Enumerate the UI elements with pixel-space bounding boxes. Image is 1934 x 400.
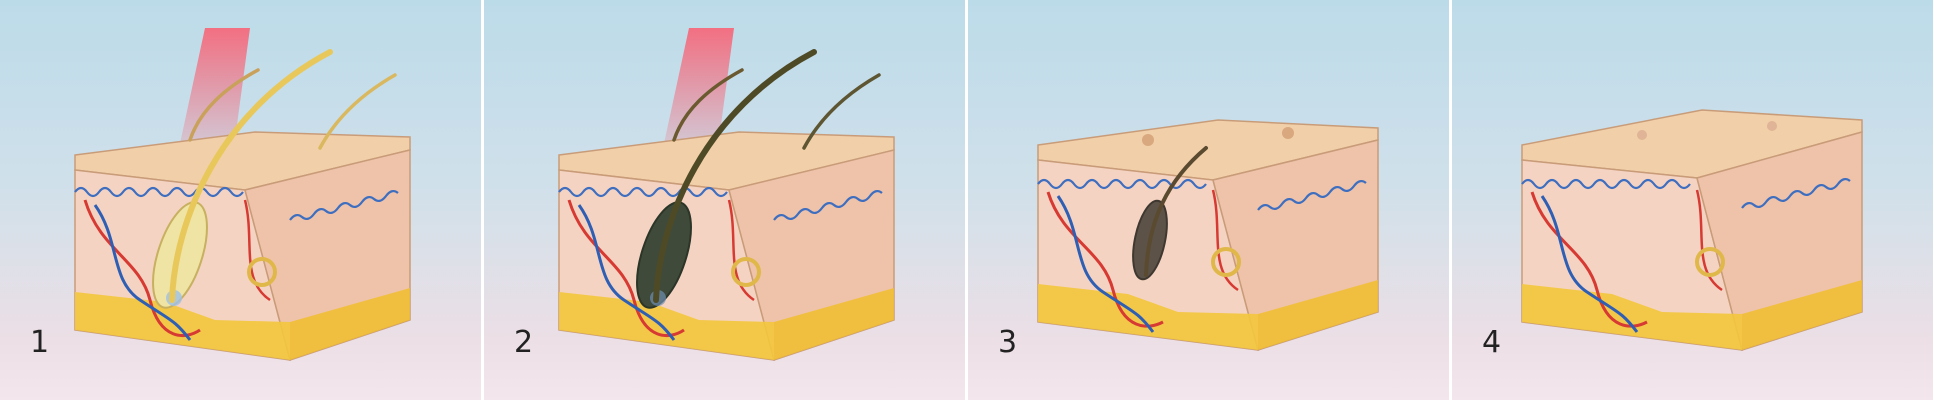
hair-shaft-main [169, 49, 333, 303]
fat-layer-side [774, 288, 894, 360]
fat-layer-side [290, 288, 410, 360]
artery [1530, 191, 1648, 328]
hair-shaft-main [653, 49, 817, 303]
sebaceous-gland [1695, 247, 1725, 277]
artery-branch [243, 199, 271, 302]
epidermis-boundary-side [1257, 179, 1367, 211]
artery [1046, 191, 1164, 328]
stage-panel-2: 2 [484, 0, 965, 400]
epidermis-boundary-side [1741, 177, 1851, 209]
hair-shaft-right [318, 73, 397, 150]
stage-number: 4 [1482, 325, 1502, 360]
skin-cross-section-1 [74, 28, 411, 361]
stage-panel-1: 1 [0, 0, 481, 400]
stage-number: 1 [30, 325, 50, 360]
stage-panel-3: 3 [968, 0, 1449, 400]
epidermis-boundary-side [773, 189, 883, 221]
artery-branch [1695, 189, 1723, 292]
stage-number: 2 [514, 325, 534, 360]
artery [567, 199, 685, 337]
hair-shaft-right [802, 73, 881, 150]
epidermis-boundary [1037, 178, 1207, 190]
fat-layer [1038, 284, 1258, 350]
panel-divider [481, 0, 484, 400]
hair-shaft-left [672, 68, 744, 142]
hair-shaft-main [1144, 146, 1208, 277]
epidermis-boundary [558, 186, 728, 198]
vein [577, 204, 676, 341]
stage-number: 3 [998, 325, 1018, 360]
fat-layer-side [1258, 280, 1378, 350]
sebaceous-gland [731, 257, 761, 287]
epidermis-boundary [1521, 178, 1691, 190]
artery [83, 199, 201, 337]
pore [1142, 134, 1154, 146]
fat-layer [1522, 284, 1742, 350]
skin-cross-section-3 [1037, 119, 1379, 351]
pore [1767, 121, 1777, 131]
artery-branch [1211, 189, 1239, 292]
vein [1540, 195, 1639, 333]
pore [1637, 130, 1647, 140]
fat-layer [75, 292, 290, 360]
hair-shaft-left [188, 68, 260, 142]
pore [1282, 127, 1294, 139]
artery-branch [727, 199, 755, 302]
fat-layer [559, 292, 774, 360]
skin-cross-section-2 [558, 28, 895, 361]
panel-divider [1449, 0, 1452, 400]
fat-layer-side [1742, 280, 1862, 350]
vein [1056, 195, 1155, 333]
skin-cross-section-4 [1521, 109, 1863, 351]
sebaceous-gland [1211, 247, 1241, 277]
stage-panel-4: 4 [1452, 0, 1933, 400]
vein [93, 204, 192, 341]
epidermis-boundary [74, 186, 244, 198]
sebaceous-gland [247, 257, 277, 287]
epidermis-boundary-side [289, 189, 399, 221]
panel-divider [965, 0, 968, 400]
